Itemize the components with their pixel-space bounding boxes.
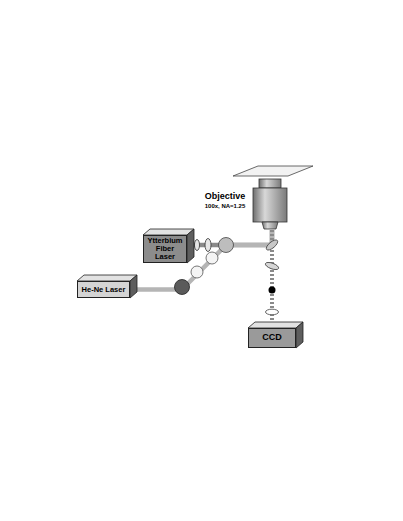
dichroic-mirror — [264, 261, 279, 271]
cover-slip — [233, 166, 313, 176]
laser-beam — [130, 230, 272, 290]
part-name: Objective — [198, 192, 252, 201]
beam-combiner — [219, 238, 234, 253]
box-label: CCD — [260, 333, 284, 342]
filter — [269, 287, 276, 294]
objective-lens: Objective 100x, NA=1.25 — [198, 178, 292, 230]
objective-barrel — [253, 188, 287, 222]
box-label: He-Ne Laser — [80, 286, 128, 294]
lens — [195, 240, 200, 251]
turning-mirror — [265, 238, 280, 252]
mirror — [175, 280, 190, 295]
objective-cap — [259, 179, 281, 188]
box-side-face — [130, 275, 137, 298]
tube-lens — [266, 309, 279, 315]
spec-label: 100x, NA=1.25 — [198, 203, 252, 209]
lens — [205, 239, 211, 252]
lens — [206, 252, 218, 264]
box-side-face — [187, 229, 194, 263]
instrument-box: Ytterbium Fiber Laser — [143, 235, 187, 263]
box-side-face — [296, 322, 303, 348]
instrument-box: CCD — [248, 328, 296, 348]
objective-label: Objective 100x, NA=1.25 — [198, 192, 252, 210]
box-label: Ytterbium Fiber Laser — [144, 237, 186, 261]
objective-tip — [262, 222, 278, 229]
instrument-box: He-Ne Laser — [77, 281, 130, 298]
lens — [191, 266, 203, 278]
